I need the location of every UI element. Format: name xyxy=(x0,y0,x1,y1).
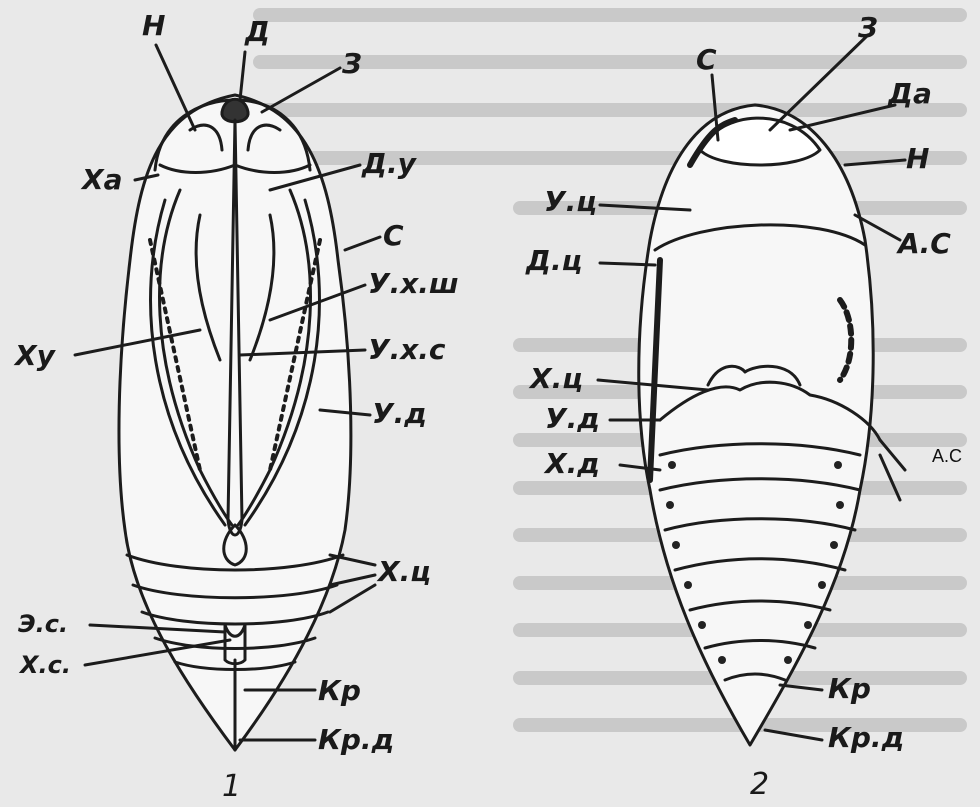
label-r-Xd: Х.д xyxy=(545,450,600,478)
label-l-Es: Э.с. xyxy=(18,612,68,636)
label-l-Xts: Х.ц xyxy=(378,558,431,586)
label-r-Da: Да xyxy=(888,80,932,108)
label-l-Ud: У.д xyxy=(372,400,427,428)
label-l-Xy: Ху xyxy=(15,342,55,370)
figure-number-2: 2 xyxy=(750,770,769,800)
label-l-Z: З xyxy=(342,50,362,78)
label-r-AC: А.С xyxy=(898,230,951,258)
label-l-Dy: Д.у xyxy=(362,150,416,178)
label-l-Kr: Кр xyxy=(318,677,361,705)
pupa-1-ventral xyxy=(75,45,380,750)
label-l-Krd: Кр.д xyxy=(318,726,394,754)
label-l-Uxsh: У.х.ш xyxy=(368,270,459,298)
label-l-Xa: Ха xyxy=(82,166,122,194)
label-r-Z: З xyxy=(858,14,878,42)
label-l-Xs: Х.с. xyxy=(20,653,71,677)
pupa-2-dorsal xyxy=(598,35,905,745)
label-r-C: С xyxy=(696,46,717,74)
figure-number-1: 1 xyxy=(222,772,241,802)
label-l-C: С xyxy=(383,222,404,250)
side-note: А.С xyxy=(932,447,962,465)
label-r-Dts: Д.ц xyxy=(526,247,582,275)
label-r-Kr: Кр xyxy=(828,675,871,703)
label-l-H: Н xyxy=(142,12,165,40)
label-r-Uts: У.ц xyxy=(544,188,597,216)
label-l-D: Д xyxy=(245,18,270,46)
label-r-Krd: Кр.д xyxy=(828,724,904,752)
label-l-Uxs: У.х.с xyxy=(368,336,446,364)
label-r-Xts: Х.ц xyxy=(530,365,583,393)
label-r-H: Н xyxy=(906,145,929,173)
label-r-Ud: У.д xyxy=(545,405,600,433)
